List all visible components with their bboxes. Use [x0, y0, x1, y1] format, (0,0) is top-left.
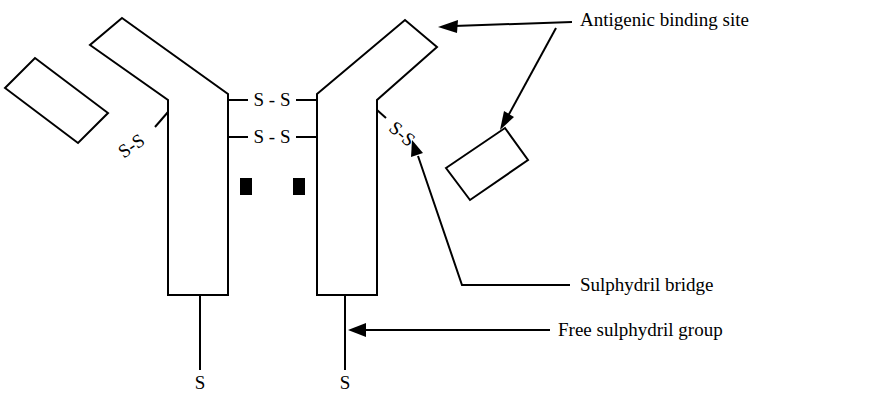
bond-label: S - S: [252, 90, 293, 111]
hinge-block: [240, 178, 252, 195]
group-label: S: [193, 373, 208, 394]
leader-line: [418, 156, 570, 285]
bond-label: S-S: [113, 128, 151, 163]
group-label: S: [338, 373, 353, 394]
bond-line: [155, 112, 168, 127]
hinge-block: [293, 178, 305, 195]
bond-line: [228, 99, 248, 101]
tail-line: [344, 295, 346, 370]
leader-line: [364, 329, 550, 331]
callout-label: Free sulphydril group: [556, 320, 725, 341]
leader-line: [508, 28, 556, 116]
arrowhead: [500, 111, 514, 130]
leader-line: [454, 22, 572, 26]
bond-label: S - S: [252, 127, 293, 148]
tail-line: [199, 295, 201, 370]
bond-line: [377, 110, 386, 118]
bond-line: [296, 99, 317, 101]
light-chain: [446, 128, 528, 200]
callout-label: Sulphydril bridge: [578, 275, 716, 296]
callout-label: Antigenic binding site: [578, 10, 751, 31]
bond-line: [296, 136, 317, 138]
arrowhead: [438, 20, 458, 33]
bond-line: [228, 136, 248, 138]
heavy-chain: [90, 18, 228, 295]
light-chain: [5, 58, 108, 143]
arrowhead: [348, 323, 366, 337]
